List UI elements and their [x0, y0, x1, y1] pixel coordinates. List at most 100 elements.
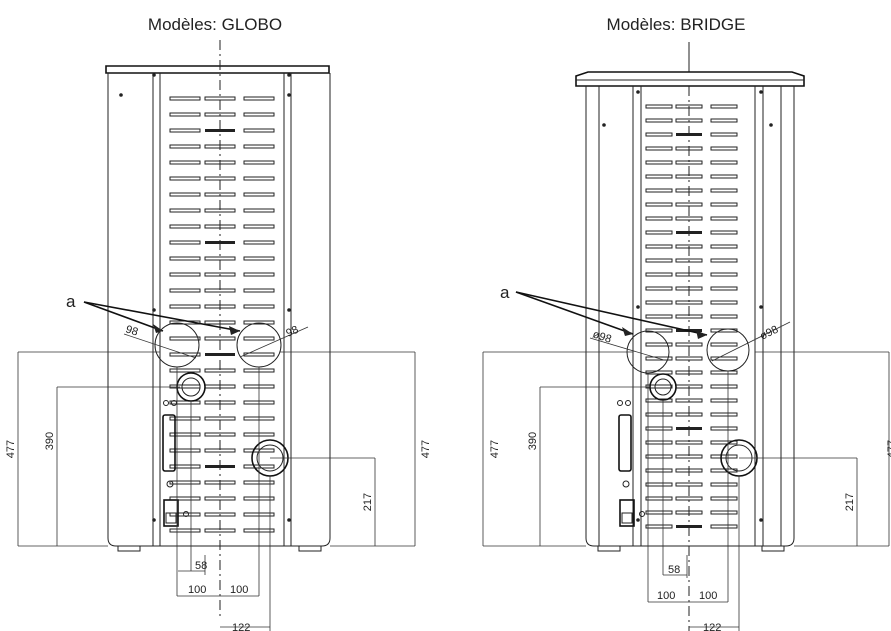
- dim-pipe-left: ø98: [591, 328, 613, 345]
- dim-offset-small: 58: [195, 560, 207, 572]
- louver-slot: [645, 202, 673, 207]
- louver-slot: [243, 240, 275, 245]
- louver-slot: [243, 144, 275, 149]
- dim-offset-bottom: 122: [232, 622, 250, 631]
- louver-slot: [243, 288, 275, 293]
- top-cap: [105, 65, 330, 74]
- louver-slot: [169, 128, 201, 133]
- louver-slot: [710, 202, 738, 207]
- louver-slot: [169, 96, 201, 101]
- louver-slot: [169, 416, 201, 421]
- louver-slot: [169, 496, 201, 501]
- louver-slot: [710, 174, 738, 179]
- louver-slot: [710, 104, 738, 109]
- louver-slot: [243, 224, 275, 229]
- louver-slots: [645, 104, 738, 529]
- louver-slot: [645, 300, 673, 305]
- callout-arrow-right: [83, 301, 241, 332]
- louver-slot: [710, 132, 738, 137]
- louver-slot: [243, 352, 275, 357]
- louver-slot: [710, 356, 738, 361]
- louver-slot: [710, 482, 738, 487]
- screw-dots: [119, 73, 291, 522]
- louver-slot: [710, 342, 738, 347]
- louver-slot: [645, 426, 673, 431]
- louver-slot: [645, 174, 673, 179]
- dim-offset-small: 58: [668, 564, 680, 576]
- louver-slot: [645, 454, 673, 459]
- dim-height-left: 477: [5, 440, 17, 458]
- louver-slot: [169, 304, 201, 309]
- dim-height-inner: 390: [527, 432, 539, 450]
- louver-slot: [710, 146, 738, 151]
- louver-slot: [645, 510, 673, 515]
- callout-arrow-left: [83, 301, 164, 332]
- louver-slot: [645, 412, 673, 417]
- louver-slot: [204, 336, 236, 341]
- louver-slot: [675, 356, 703, 361]
- louver-slot: [243, 272, 275, 277]
- louver-slot: [710, 160, 738, 165]
- louver-slot: [169, 400, 201, 405]
- louver-slot: [243, 160, 275, 165]
- louver-slot: [710, 216, 738, 221]
- dim-spacing-right: 100: [230, 584, 248, 596]
- body-outline: [107, 73, 331, 547]
- louver-slot: [243, 320, 275, 325]
- louver-slot: [675, 216, 703, 221]
- louver-slot: [645, 328, 673, 333]
- view-bridge: Modèles: BRIDGE: [482, 15, 891, 631]
- louver-slot: [675, 342, 703, 347]
- louver-slot: [675, 496, 703, 501]
- louver-slot: [169, 272, 201, 277]
- louver-slot: [169, 192, 201, 197]
- louver-slot: [645, 468, 673, 473]
- louver-slot: [169, 448, 201, 453]
- callout-arrow-right: [515, 291, 708, 336]
- louver-slot: [169, 112, 201, 117]
- louver-slot: [710, 300, 738, 305]
- dim-height-right: 477: [420, 440, 432, 458]
- louver-slot: [710, 188, 738, 193]
- louver-slot: [169, 480, 201, 485]
- louver-slot: [243, 208, 275, 213]
- air-intake-left: [154, 322, 200, 368]
- dim-height-right: 477: [886, 440, 891, 458]
- louver-slot: [710, 398, 738, 403]
- louver-slot: [645, 216, 673, 221]
- louver-slot: [645, 132, 673, 137]
- louver-slot: [204, 416, 236, 421]
- louver-slot: [169, 368, 201, 373]
- louver-slot: [645, 230, 673, 235]
- louver-slot: [645, 118, 673, 123]
- louver-slot: [710, 286, 738, 291]
- dim-spacing-left: 100: [657, 590, 675, 602]
- louver-slot: [169, 288, 201, 293]
- louver-slot: [645, 384, 673, 389]
- dim-height-left: 477: [489, 440, 501, 458]
- louver-slot: [710, 496, 738, 501]
- louver-slot: [205, 129, 235, 132]
- louver-slot: [710, 454, 738, 459]
- louver-slot: [710, 384, 738, 389]
- louver-slot: [169, 176, 201, 181]
- flue-outlet: [176, 372, 206, 402]
- louver-slot: [169, 144, 201, 149]
- foot-left: [117, 545, 141, 552]
- air-intake-right: [236, 322, 282, 368]
- louver-slot: [710, 524, 738, 529]
- louver-slot: [169, 240, 201, 245]
- view-globo: Modèles: GLOBO: [5, 15, 432, 631]
- dim-pipe-right: ø98: [758, 324, 780, 343]
- louver-slot: [243, 304, 275, 309]
- louver-slot: [710, 440, 738, 445]
- view-title-globo: Modèles: GLOBO: [148, 15, 282, 34]
- louver-slot: [169, 224, 201, 229]
- power-socket: [619, 499, 635, 527]
- louver-slot: [169, 528, 201, 533]
- louver-slot: [710, 244, 738, 249]
- callout-a: a: [500, 283, 510, 302]
- louver-slot: [645, 188, 673, 193]
- dim-height-side: 217: [362, 493, 374, 511]
